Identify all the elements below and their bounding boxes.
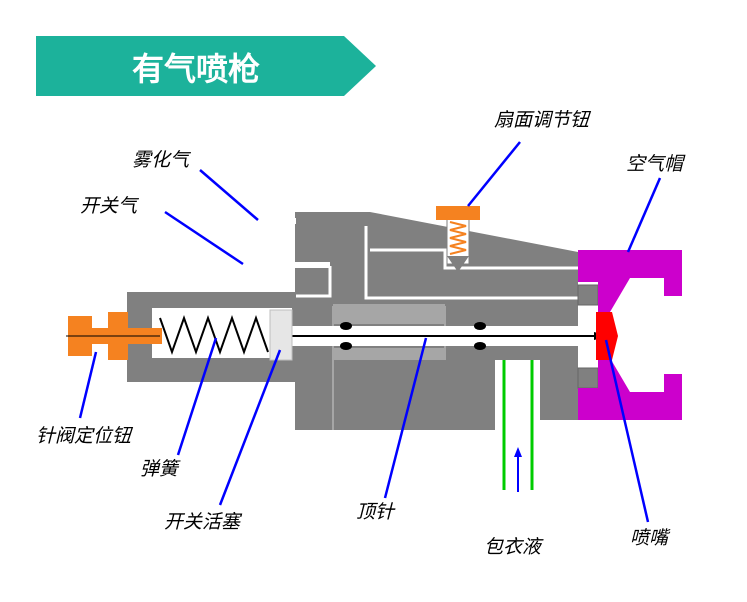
- leader-switch-air: [164, 210, 244, 266]
- internal-passage-upper: [370, 248, 578, 270]
- label-needle: 顶针: [356, 501, 396, 523]
- label-air-cap: 空气帽: [626, 153, 686, 175]
- nozzle-tip: [596, 312, 618, 360]
- leader-needle: [383, 337, 428, 499]
- front-threads-lower: [577, 367, 599, 389]
- air-cap-upper: [578, 250, 682, 312]
- label-nozzle: 喷嘴: [630, 527, 671, 549]
- label-switch-air: 开关气: [80, 195, 140, 217]
- front-block-lower: [333, 348, 445, 360]
- spring: [159, 314, 269, 356]
- needle-stop-knob: [66, 312, 162, 360]
- o-rings: [340, 322, 486, 350]
- leader-air-cap: [626, 177, 662, 253]
- label-spring: 弹簧: [140, 458, 181, 480]
- o-ring: [340, 322, 352, 330]
- fan-knob-thread: [449, 221, 467, 255]
- o-ring: [474, 342, 486, 350]
- title-banner: 有气喷枪: [36, 36, 376, 96]
- air-cap: [578, 250, 682, 420]
- leader-fan-knob: [467, 141, 521, 207]
- liquid-flow-arrowhead: [514, 447, 522, 457]
- o-ring: [340, 342, 352, 350]
- atomizing-air-channel: [230, 218, 296, 224]
- liquid-pipe: [502, 360, 534, 492]
- label-needle-stop-knob: 针阀定位钮: [36, 425, 134, 447]
- gun-body: [127, 212, 599, 430]
- title: 有气喷枪: [132, 50, 260, 88]
- air-cap-lower: [578, 358, 682, 420]
- label-atomizing-air: 雾化气: [132, 149, 192, 171]
- switch-air-channel: [230, 262, 330, 268]
- front-block-upper: [333, 304, 445, 324]
- leader-needle-stop-knob: [78, 351, 98, 419]
- front-threads-upper: [577, 284, 599, 306]
- label-fan-knob: 扇面调节钮: [494, 109, 592, 131]
- switch-piston: [269, 309, 293, 361]
- leader-switch-piston: [218, 349, 282, 506]
- label-switch-piston: 开关活塞: [164, 511, 243, 533]
- labels: 雾化气 开关气 扇面调节钮 空气帽 针阀定位钮 弹簧 开关活塞 顶针 包衣液 喷…: [36, 109, 686, 558]
- internal-passage-top: [296, 266, 332, 298]
- leader-lines: [78, 141, 662, 523]
- leader-nozzle: [604, 339, 650, 523]
- title-banner-shape: [36, 36, 376, 96]
- internal-passage-mid: [364, 226, 578, 300]
- fan-knob-tip: [447, 256, 469, 272]
- label-coating-liquid: 包衣液: [484, 536, 544, 558]
- spring-chamber: [152, 308, 292, 358]
- leader-atomizing-air: [199, 169, 259, 221]
- leader-spring: [176, 337, 218, 456]
- o-ring: [474, 322, 486, 330]
- fan-knob-head: [436, 206, 480, 220]
